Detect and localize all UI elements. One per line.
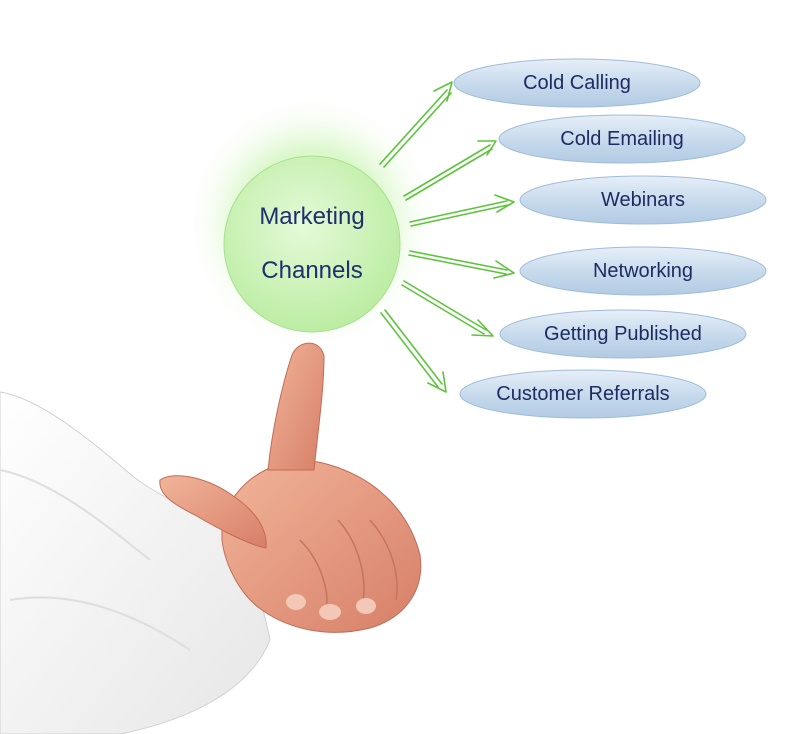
channel-getting-published: Getting Published (500, 310, 746, 358)
channel-ellipse (519, 246, 767, 296)
channel-label: Networking (592, 259, 694, 282)
channel-cold-calling: Cold Calling (454, 59, 700, 107)
arrow-icon (401, 280, 494, 337)
channel-ellipse (498, 114, 746, 164)
channel-webinars: Webinars (520, 176, 766, 224)
channel-ellipse (519, 175, 767, 225)
arrow-icon (408, 250, 515, 279)
center-title-line1: Marketing (259, 203, 365, 230)
center-node: Marketing Channels (224, 158, 400, 330)
channel-ellipse (453, 58, 701, 108)
channel-networking: Networking (520, 247, 766, 295)
channel-ellipse (499, 309, 747, 359)
arrow-icon (380, 309, 447, 393)
arrow-icon (403, 140, 497, 201)
arrow-icon (409, 194, 515, 227)
channel-label: Cold Emailing (560, 127, 684, 150)
channel-label: Cold Calling (523, 71, 631, 94)
channel-label: Webinars (600, 188, 686, 211)
channel-label: Customer Referrals (496, 382, 670, 405)
center-node-circle (223, 155, 401, 333)
channel-label: Getting Published (544, 322, 702, 345)
channel-cold-emailing: Cold Emailing (499, 115, 745, 163)
pointing-hand-image (0, 342, 422, 734)
channel-customer-referrals: Customer Referrals (460, 370, 706, 418)
center-title-line2: Channels (261, 257, 363, 284)
arrow-icon (379, 81, 453, 168)
channel-ellipse (459, 369, 707, 419)
